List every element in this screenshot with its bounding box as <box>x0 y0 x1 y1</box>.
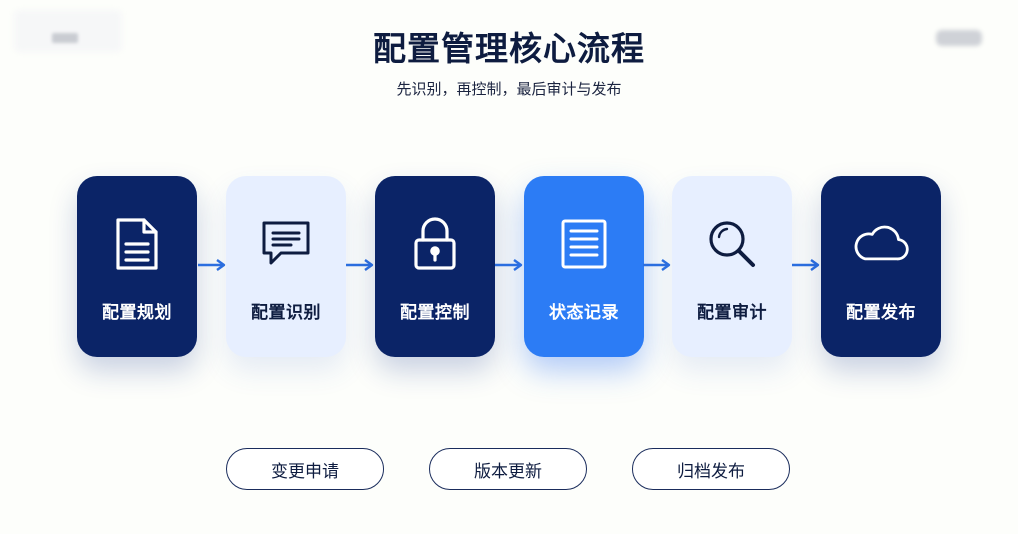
document-icon <box>109 216 165 272</box>
arrow-right-icon <box>643 259 671 271</box>
step-label: 配置发布 <box>846 303 916 323</box>
step-label: 配置审计 <box>697 303 767 323</box>
step-card-status-record: 状态记录 <box>524 176 644 357</box>
step-label: 配置规划 <box>102 303 172 323</box>
archive-release-button[interactable]: 归档发布 <box>632 448 790 490</box>
arrow-right-icon <box>495 259 523 271</box>
chat-bubble-icon <box>258 216 314 272</box>
cloud-icon <box>853 216 909 272</box>
arrow-right-icon <box>198 259 226 271</box>
version-update-button[interactable]: 版本更新 <box>429 448 587 490</box>
list-document-icon <box>556 216 612 272</box>
arrow-right-icon <box>792 259 820 271</box>
page-subtitle: 先识别，再控制，最后审计与发布 <box>396 80 622 98</box>
blurred-logo-left <box>14 10 122 52</box>
lock-icon <box>407 216 463 272</box>
step-card-release: 配置发布 <box>821 176 941 357</box>
blurred-logo-right <box>936 30 982 46</box>
step-card-planning: 配置规划 <box>77 176 197 357</box>
search-icon <box>704 216 760 272</box>
step-card-audit: 配置审计 <box>672 176 792 357</box>
blurred-logo-left-mark <box>52 33 78 43</box>
page-title: 配置管理核心流程 <box>373 29 645 68</box>
step-card-control: 配置控制 <box>375 176 495 357</box>
change-request-button[interactable]: 变更申请 <box>226 448 384 490</box>
step-card-identification: 配置识别 <box>226 176 346 357</box>
step-label: 状态记录 <box>549 303 619 323</box>
step-label: 配置识别 <box>251 303 321 323</box>
step-label: 配置控制 <box>400 303 470 323</box>
arrow-right-icon <box>346 259 374 271</box>
